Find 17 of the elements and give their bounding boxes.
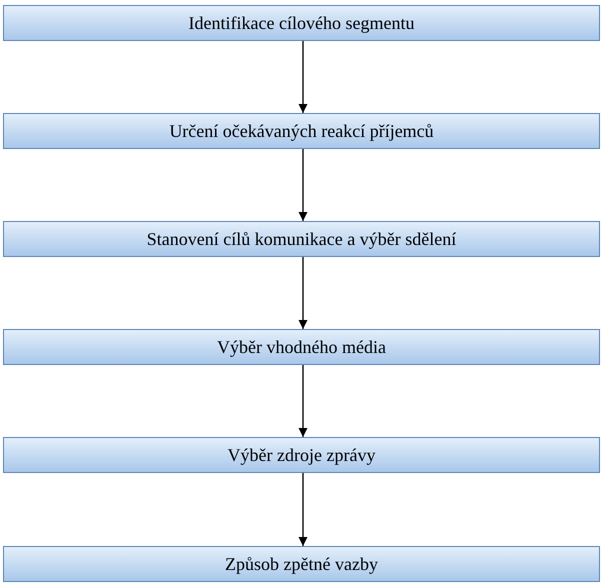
step-label: Identifikace cílového segmentu — [188, 12, 414, 34]
arrow — [298, 473, 308, 546]
process-box — [3, 221, 600, 257]
arrow — [298, 257, 308, 329]
process-box — [3, 5, 600, 41]
step-label: Určení očekávaných reakcí příjemců — [169, 120, 434, 142]
process-box — [3, 546, 600, 582]
arrow — [298, 149, 308, 221]
arrow — [298, 365, 308, 437]
arrow — [298, 41, 308, 113]
process-box — [3, 437, 600, 473]
step-label: Způsob zpětné vazby — [225, 554, 378, 574]
process-box — [3, 113, 600, 149]
step-label: Výběr zdroje zprávy — [228, 444, 376, 466]
step-label: Stanovení cílů komunikace a výběr sdělení — [146, 228, 456, 250]
process-box — [3, 329, 600, 365]
step-label: Výběr vhodného média — [217, 336, 386, 358]
